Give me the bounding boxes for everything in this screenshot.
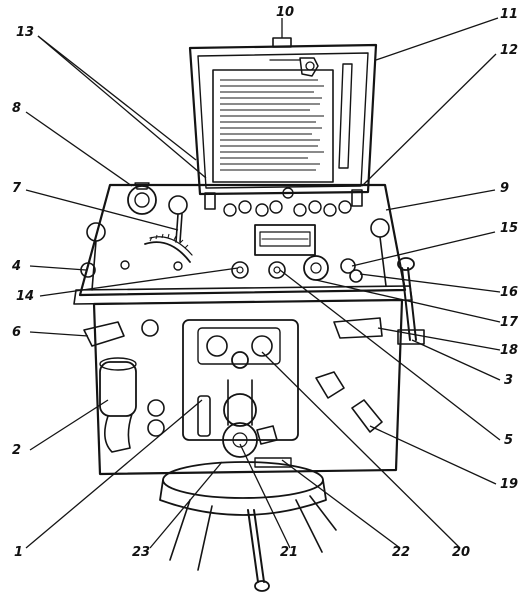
left-bracket <box>83 321 125 347</box>
front-knobs <box>120 255 363 283</box>
callout-2: 2 <box>12 443 21 458</box>
callout-22: 22 <box>392 545 410 560</box>
arc-scale <box>144 241 191 263</box>
top-panel <box>73 182 425 345</box>
callout-21: 21 <box>280 545 298 560</box>
center-tube <box>222 379 278 458</box>
main-body <box>83 298 404 476</box>
callout-6: 6 <box>12 325 21 340</box>
callout-13: 13 <box>16 25 34 40</box>
instruction-text-lines <box>220 79 324 171</box>
callout-16: 16 <box>500 285 518 300</box>
callout-20: 20 <box>452 545 470 560</box>
callout-14: 14 <box>16 289 34 304</box>
hinge-knobs <box>223 187 352 217</box>
callout-18: 18 <box>500 343 518 358</box>
callout-17: 17 <box>500 315 519 330</box>
callout-15: 15 <box>500 221 518 236</box>
leader-lines <box>25 17 501 549</box>
instruction-card <box>212 69 334 183</box>
callout-7: 7 <box>12 181 22 196</box>
callout-3: 3 <box>504 373 513 388</box>
callout-4: 4 <box>11 259 21 274</box>
callout-1: 1 <box>14 545 23 560</box>
top-left-knob <box>127 182 157 215</box>
callout-5: 5 <box>504 433 513 448</box>
callout-10: 10 <box>276 5 294 20</box>
left-cylinder <box>99 357 137 453</box>
callout-19: 19 <box>500 477 518 492</box>
callout-9: 9 <box>500 181 509 196</box>
callout-23: 23 <box>132 545 150 560</box>
display-window <box>254 224 316 256</box>
callout-12: 12 <box>500 43 518 58</box>
open-lid <box>188 37 378 196</box>
locking-screw <box>168 195 188 243</box>
tripod-base <box>159 461 337 592</box>
callout-11: 11 <box>500 7 518 22</box>
callout-8: 8 <box>12 101 21 116</box>
callout-labels: 10 11 12 13 8 7 9 15 4 16 14 17 6 18 3 5… <box>11 5 519 560</box>
